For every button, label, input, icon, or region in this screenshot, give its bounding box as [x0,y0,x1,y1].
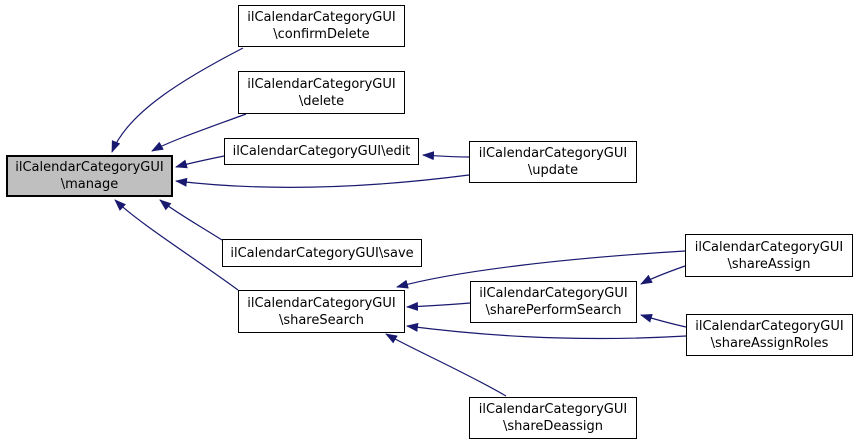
node-shareAssignRoles[interactable]: ilCalendarCategoryGUI \shareAssignRoles [686,314,853,356]
edge-shareAssignRoles-to-shareSearch [406,322,687,340]
edge-shareAssign-to-shareSearch [396,250,686,289]
node-sharePerformSearch[interactable]: ilCalendarCategoryGUI \sharePerformSearc… [470,281,637,323]
edge-shareAssignRoles-to-sharePerformSearch [640,313,687,328]
node-confirmDelete[interactable]: ilCalendarCategoryGUI \confirmDelete [238,5,405,47]
edge-update-to-manage [175,174,470,189]
edge-delete-to-manage [151,113,247,152]
node-update[interactable]: ilCalendarCategoryGUI \update [469,141,637,183]
node-save[interactable]: ilCalendarCategoryGUI\save [222,239,422,267]
edge-shareDeassign-to-shareSearch [385,333,507,397]
edge-save-to-manage [159,199,223,241]
node-shareAssign[interactable]: ilCalendarCategoryGUI \shareAssign [685,234,853,277]
node-shareDeassign[interactable]: ilCalendarCategoryGUI \shareDeassign [469,397,637,439]
node-shareSearch[interactable]: ilCalendarCategoryGUI \shareSearch [238,290,405,333]
edge-sharePerformSearch-to-shareSearch [406,301,471,311]
node-manage[interactable]: ilCalendarCategoryGUI \manage [6,155,173,197]
edge-confirmDelete-to-manage [111,47,244,153]
edge-edit-to-manage [175,155,225,169]
node-edit[interactable]: ilCalendarCategoryGUI\edit [224,138,419,165]
edge-shareAssign-to-sharePerformSearch [640,265,686,285]
edge-update-to-edit [422,151,470,161]
node-delete[interactable]: ilCalendarCategoryGUI \delete [238,71,405,114]
edge-shareSearch-to-manage [114,199,239,291]
